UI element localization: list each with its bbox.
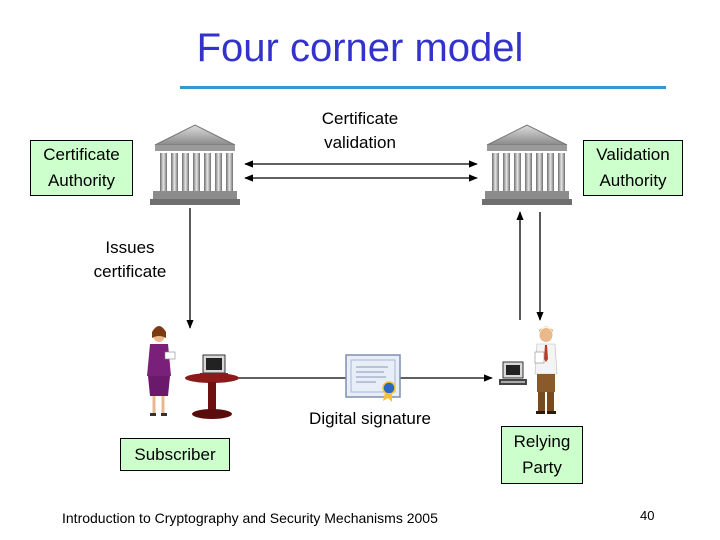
subscriber-computer-icon	[185, 354, 239, 419]
ca-building-icon	[150, 124, 240, 205]
title-underline	[180, 86, 666, 89]
certificate-document-icon	[345, 354, 401, 402]
issues-certificate-label: Issues certificate	[93, 238, 167, 281]
page-number: 40	[640, 508, 655, 523]
relying-party-man-icon	[534, 326, 558, 414]
subscriber-woman-icon	[147, 326, 176, 416]
certificate-validation-label: Certificate validation	[321, 109, 399, 152]
subscriber-box: Subscriber	[120, 438, 230, 471]
footer-text: Introduction to Cryptography and Securit…	[62, 510, 438, 526]
relying-party-box: Relying Party	[501, 426, 583, 484]
relying-party-computer-icon	[499, 361, 527, 385]
certificate-authority-box: Certificate Authority	[30, 140, 133, 196]
va-building-icon	[482, 124, 572, 205]
digital-signature-label: Digital signature	[309, 409, 431, 428]
slide-title: Four corner model	[196, 26, 524, 70]
validation-authority-box: Validation Authority	[583, 140, 683, 196]
